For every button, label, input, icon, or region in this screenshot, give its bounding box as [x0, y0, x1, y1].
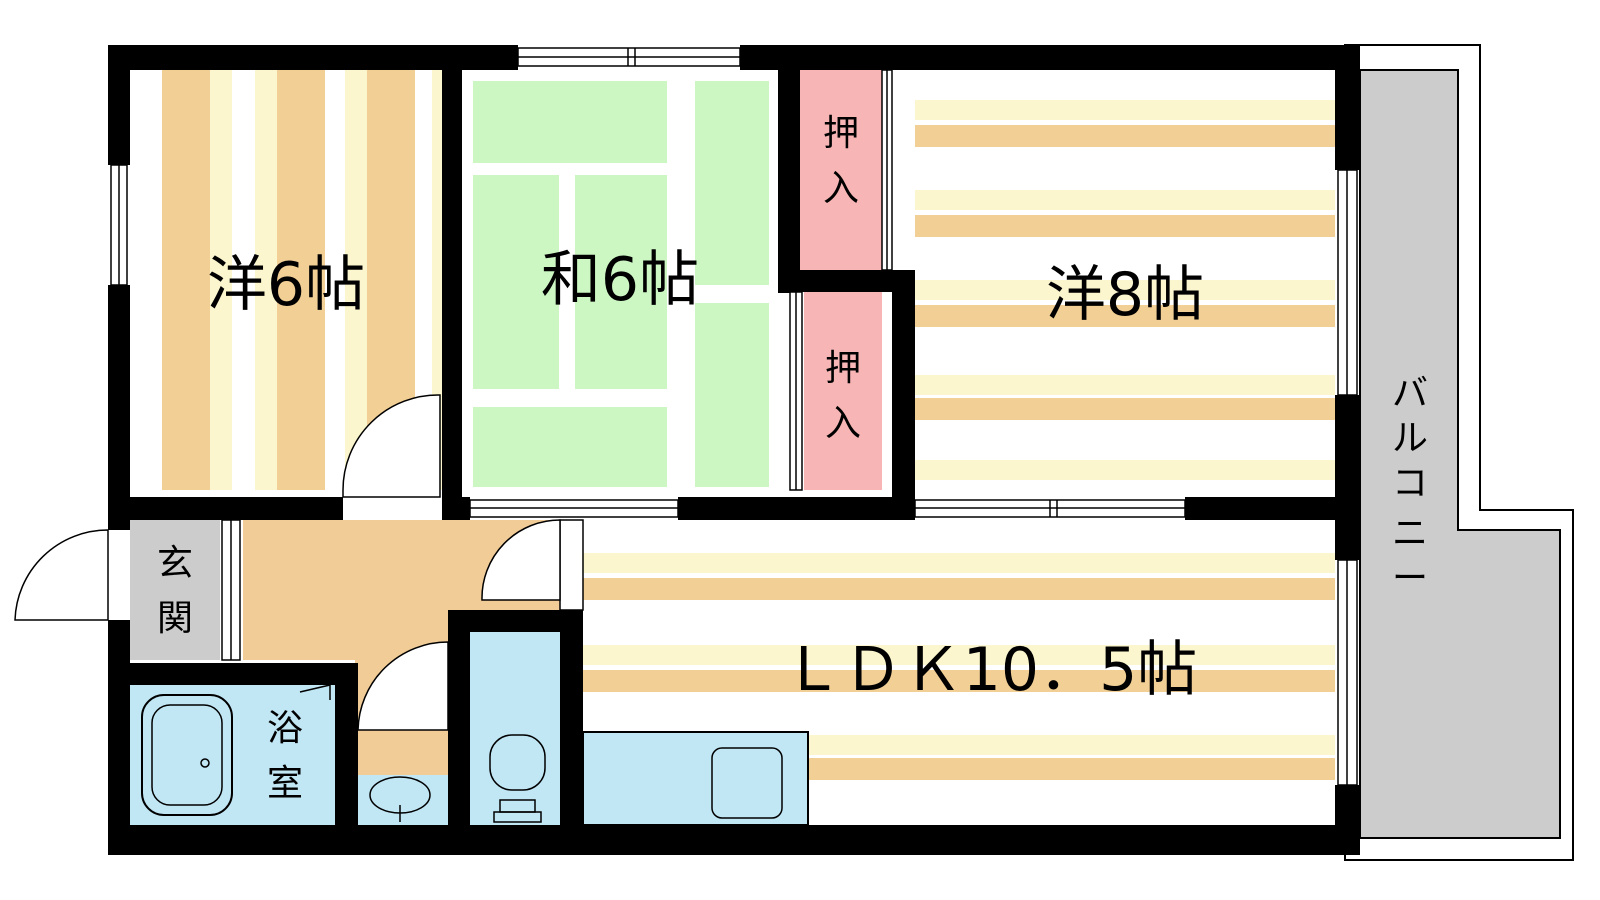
- entrance-label-2: 関: [157, 598, 193, 639]
- balcony-label-4: ニ: [1392, 513, 1428, 554]
- windows: [110, 47, 1358, 786]
- room-label-western-6: 洋6帖: [207, 250, 365, 320]
- western-room-8-floor: [915, 70, 1335, 490]
- balcony-label-2: ル: [1392, 418, 1428, 459]
- balcony-label-3: コ: [1392, 463, 1428, 504]
- closet-lower-label-2: 入: [825, 403, 861, 444]
- room-label-ldk: ＬＤＫ10．5帖: [783, 635, 1198, 705]
- room-label-japanese-6: 和6帖: [541, 245, 699, 315]
- closet-lower-label-1: 押: [825, 348, 861, 389]
- walls: [108, 45, 1360, 855]
- tatami-room-floor: [462, 70, 778, 493]
- toilet: [470, 632, 560, 825]
- balcony-label-5: ー: [1392, 558, 1428, 599]
- room-label-western-8: 洋8帖: [1046, 260, 1204, 330]
- closet-lower-floor: [804, 292, 882, 490]
- bathroom-label-2: 室: [267, 763, 303, 804]
- entrance-label-1: 玄: [157, 543, 193, 584]
- closet-upper-label-2: 入: [823, 168, 859, 209]
- corridor-floor: [243, 520, 560, 775]
- door-swings: [14, 394, 561, 731]
- balcony-label-1: バ: [1392, 373, 1428, 414]
- washbasin: [358, 775, 448, 825]
- bathroom-label-1: 浴: [267, 708, 303, 749]
- western-room-6-floor: [130, 70, 442, 490]
- closet-upper-label-1: 押: [823, 113, 859, 154]
- bathroom-floor: [130, 684, 335, 825]
- balcony: [1344, 44, 1574, 861]
- kitchen-counter: [582, 731, 809, 826]
- closet-upper-floor: [800, 70, 882, 270]
- ldk-floor: [583, 520, 1335, 825]
- entrance-floor: [130, 520, 220, 660]
